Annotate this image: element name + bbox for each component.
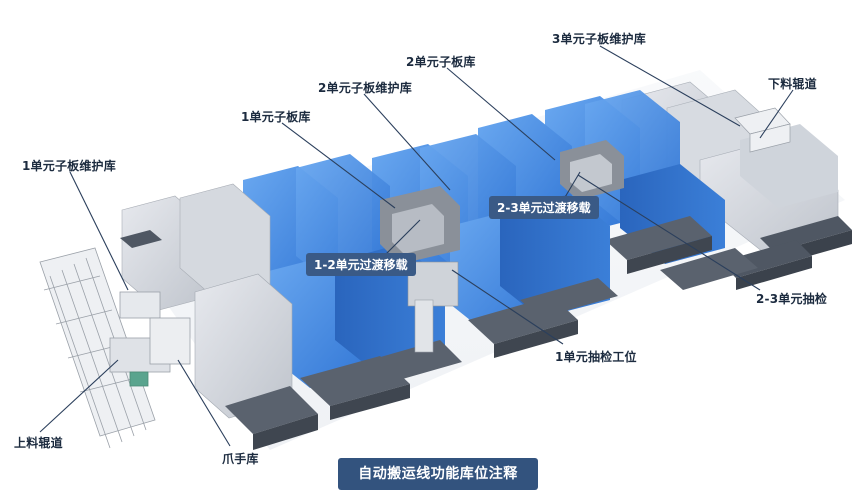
label-unit1-maintenance: 1单元子板维护库 [22,159,116,173]
tag-unit23-transfer: 2-3单元过渡移载 [489,196,599,219]
label-unit23-inspection: 2-3单元抽检 [756,292,828,306]
label-unit1-inspection: 1单元抽检工位 [555,350,637,364]
leader-lines [39,45,794,447]
label-unit3-maintenance: 3单元子板维护库 [552,32,646,46]
label-unit2-maintenance: 2单元子板维护库 [318,81,412,95]
tag-unit12-transfer: 1-2单元过渡移载 [306,253,416,276]
label-gripper-library: 爪手库 [222,452,259,466]
diagram-caption: 自动搬运线功能库位注释 [338,458,538,490]
unit1-blue-modules [243,154,462,420]
load-conveyor [39,247,191,449]
front-grey-modules [120,183,318,450]
label-loading-roller: 上料辊道 [14,436,63,450]
transfer-rig [380,140,624,353]
label-unit2-library: 2单元子板库 [406,55,476,69]
label-unit1-library: 1单元子板库 [241,110,311,124]
label-unloading-roller: 下料辊道 [768,77,817,91]
